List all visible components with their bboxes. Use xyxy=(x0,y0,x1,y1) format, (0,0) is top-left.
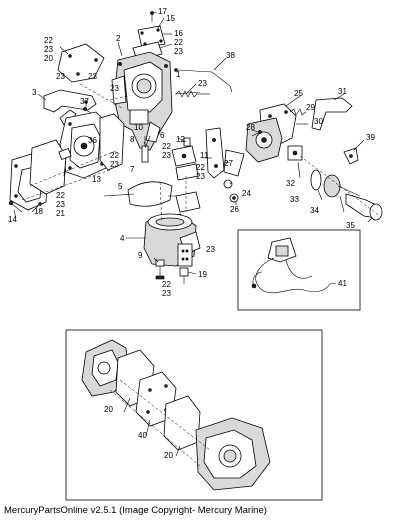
copyright-caption: MercuryPartsOnline v2.5.1 (Image Copyrig… xyxy=(4,505,267,516)
callout-13: 13 xyxy=(92,175,101,184)
lower-gasket-b xyxy=(163,395,201,451)
spring-29 xyxy=(289,108,307,116)
main-jet-assembly-6 xyxy=(171,145,199,181)
callout-28: 28 xyxy=(246,123,255,132)
callout-38: 38 xyxy=(226,51,235,60)
fuel-pump-body xyxy=(59,111,111,179)
callout-20: 20 xyxy=(164,451,173,460)
drain-screw-9 xyxy=(155,259,165,280)
callout-10: 10 xyxy=(134,123,143,132)
callout-36: 36 xyxy=(88,136,97,145)
callout-17: 17 xyxy=(158,7,167,16)
callout-22: 22 xyxy=(44,36,53,45)
choke-rod-38 xyxy=(174,68,233,95)
callout-29: 29 xyxy=(306,103,315,112)
callout-23: 23 xyxy=(88,72,97,81)
primer-solenoid-inset xyxy=(237,229,361,311)
throttle-lever-3 xyxy=(43,89,97,129)
callout-1: 1 xyxy=(176,70,181,79)
callout-20: 20 xyxy=(44,54,53,63)
callout-4: 4 xyxy=(120,234,125,243)
clip-39 xyxy=(343,147,359,165)
lower-inset-box xyxy=(65,329,323,501)
callout-21: 21 xyxy=(56,209,65,218)
pump-diaphragm xyxy=(29,139,67,195)
callout-24: 24 xyxy=(242,189,251,198)
washer-33 xyxy=(310,169,322,191)
lower-carb-right xyxy=(195,417,271,491)
callout-11: 11 xyxy=(200,151,209,160)
throttle-housing xyxy=(245,117,283,163)
plunger-35 xyxy=(345,193,383,221)
screw-19 xyxy=(179,267,189,284)
callout-12: 12 xyxy=(176,135,185,144)
callout-31: 31 xyxy=(338,87,347,96)
callout-5: 5 xyxy=(118,182,123,191)
callout-37: 37 xyxy=(80,97,89,106)
callout-25: 25 xyxy=(294,89,303,98)
callout-18: 18 xyxy=(34,207,43,216)
callout-23: 23 xyxy=(162,289,171,298)
pump-gasket xyxy=(99,113,125,171)
callout-23: 23 xyxy=(198,79,207,88)
cam-27 xyxy=(223,149,245,177)
float-5 xyxy=(127,181,173,207)
callout-40: 40 xyxy=(138,431,147,440)
callout-16: 16 xyxy=(174,29,183,38)
callout-2: 2 xyxy=(116,34,121,43)
callout-8: 8 xyxy=(130,135,135,144)
callout-22: 22 xyxy=(162,280,171,289)
screw-28 xyxy=(251,130,262,137)
callout-23: 23 xyxy=(162,151,171,160)
callout-22: 22 xyxy=(56,191,65,200)
callout-23: 23 xyxy=(206,245,215,254)
callout-34: 34 xyxy=(310,206,319,215)
callout-labels: 17 15 16 22 23 2 22 23 20 38 23 23 1 23 … xyxy=(8,7,375,460)
carburetor-body xyxy=(111,51,173,151)
callout-23: 23 xyxy=(174,47,183,56)
lever-31 xyxy=(311,97,353,131)
bushing-32 xyxy=(287,145,303,161)
callout-22: 22 xyxy=(110,151,119,160)
idle-screw-spring xyxy=(175,90,210,98)
washer-24 xyxy=(223,179,233,189)
choke-arm-11 xyxy=(205,127,225,179)
callout-23: 23 xyxy=(56,200,65,209)
callout-7: 7 xyxy=(130,165,135,174)
nut-26 xyxy=(229,193,239,203)
callout-6: 6 xyxy=(160,131,165,140)
callout-19: 19 xyxy=(198,270,207,279)
jet-12 xyxy=(183,137,191,147)
callout-22: 22 xyxy=(162,142,171,151)
callout-14: 14 xyxy=(8,215,17,224)
screw-14 xyxy=(8,200,23,213)
callout-23: 23 xyxy=(56,72,65,81)
callout-35: 35 xyxy=(346,221,355,230)
callout-9: 9 xyxy=(138,251,143,260)
gasket-22-23 xyxy=(175,191,201,213)
callout-27: 27 xyxy=(224,159,233,168)
check-valve-13 xyxy=(58,148,72,160)
callout-41: 41 xyxy=(338,279,347,288)
bowl-gasket-23 xyxy=(177,243,193,267)
callout-23: 23 xyxy=(110,84,119,93)
callout-15: 15 xyxy=(166,14,175,23)
callout-26: 26 xyxy=(230,205,239,214)
callout-23: 23 xyxy=(44,45,53,54)
callout-33: 33 xyxy=(290,195,299,204)
callout-23: 23 xyxy=(110,160,119,169)
callout-39: 39 xyxy=(366,133,375,142)
callout-32: 32 xyxy=(286,179,295,188)
callout-3: 3 xyxy=(32,88,37,97)
callout-30: 30 xyxy=(314,117,323,126)
fuel-pump-cover xyxy=(57,43,105,83)
callout-20: 20 xyxy=(104,405,113,414)
callout-22: 22 xyxy=(196,163,205,172)
callout-22: 22 xyxy=(174,38,183,47)
leader-lines xyxy=(13,11,373,457)
callout-23: 23 xyxy=(196,172,205,181)
